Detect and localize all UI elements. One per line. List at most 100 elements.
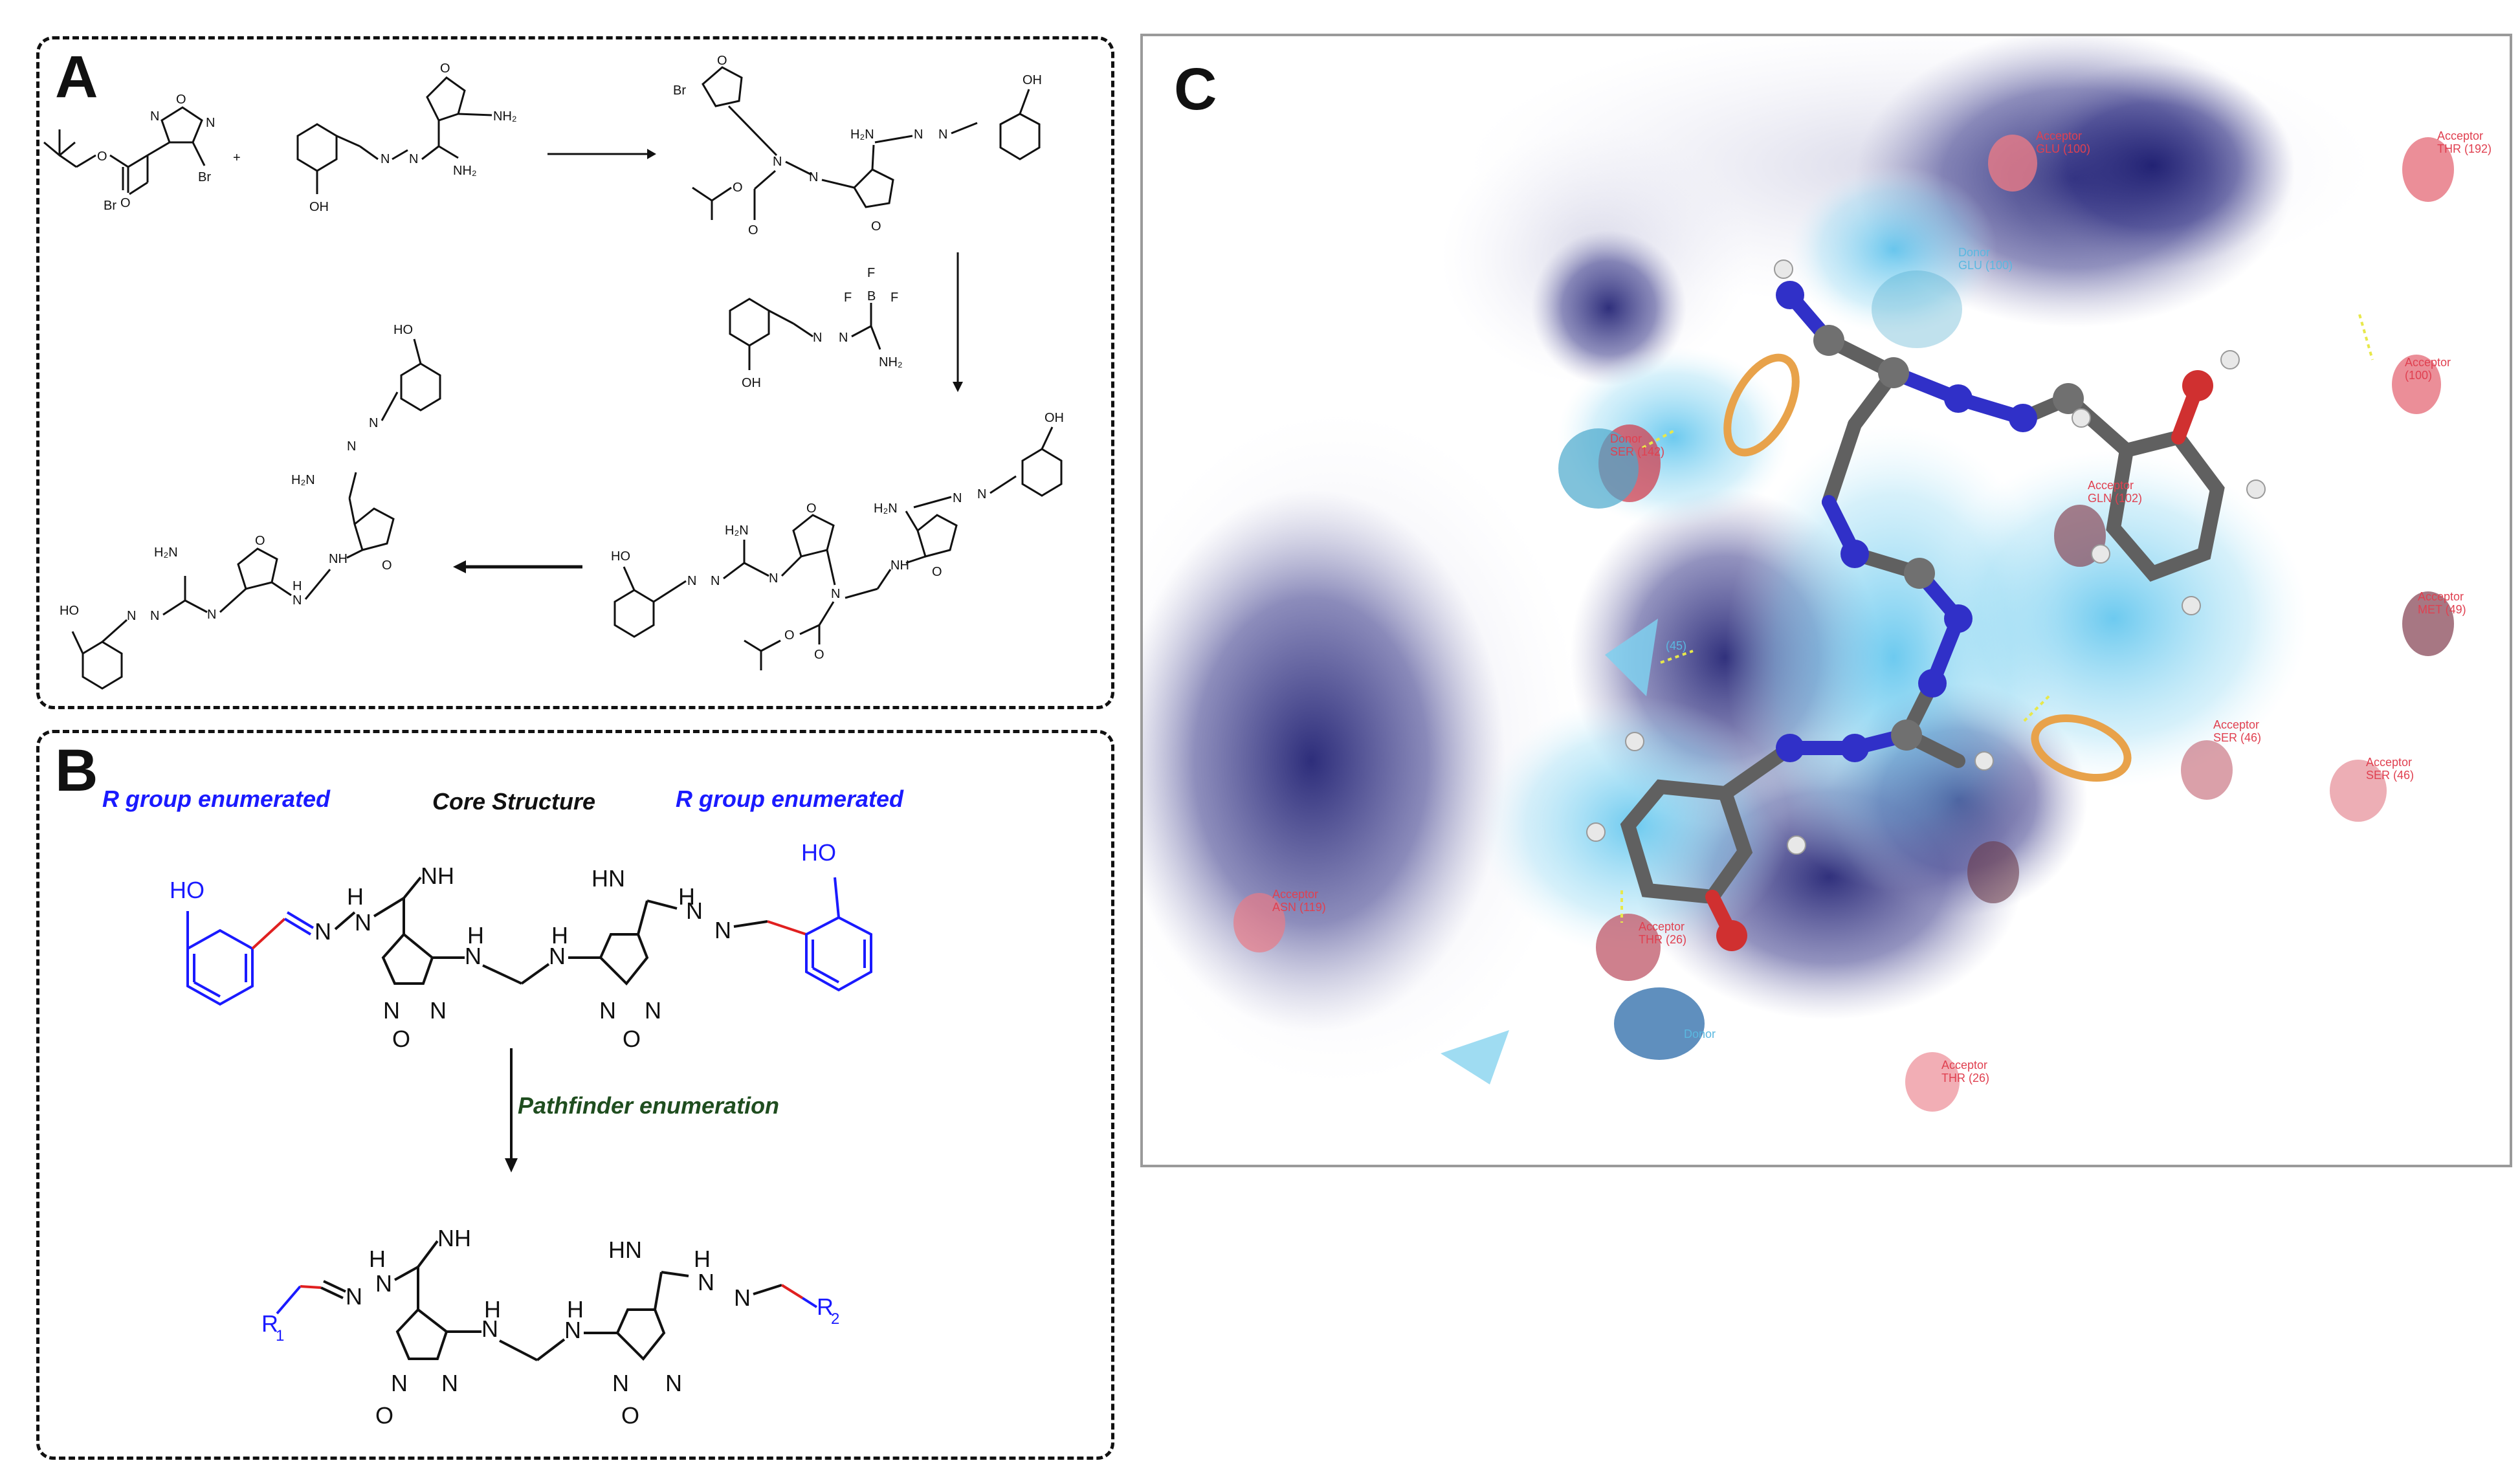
label-residue: (100) — [2405, 369, 2432, 382]
enumerated-structure: R 1 N H N NH N O N N H N H N O N HN H N … — [261, 1225, 839, 1429]
label-type: Acceptor — [1941, 1059, 1987, 1072]
atom-br: Br — [198, 170, 211, 184]
atom-n: N — [769, 571, 778, 586]
atom-n: N — [206, 116, 215, 130]
atom-n: N — [698, 1269, 714, 1295]
core-structure: HO N H N NH N O N N H N H N O N HN H N N — [170, 839, 872, 1052]
atom-o: O — [375, 1402, 393, 1429]
atom-n: N — [293, 593, 302, 608]
atom-h2n: H₂N — [154, 545, 178, 560]
atom-n: N — [612, 1370, 629, 1396]
atom-h2n: H₂N — [725, 523, 749, 538]
label-type: Donor — [1684, 1028, 1716, 1040]
atom-hn: HN — [591, 865, 625, 892]
panel-b-label: B — [55, 738, 98, 804]
atom-ho: HO — [611, 549, 630, 564]
r1-subscript: 1 — [276, 1327, 284, 1345]
atom-n: N — [599, 997, 616, 1024]
panel-c-label: C — [1174, 56, 1217, 122]
atom-n: N — [441, 1370, 458, 1396]
atom-f: F — [844, 291, 852, 305]
atom-h: H — [678, 883, 695, 910]
label-residue: THR (26) — [1639, 933, 1686, 946]
atom-ho: HO — [801, 839, 836, 866]
label-residue: SER (46) — [2366, 769, 2414, 782]
atom-o: O — [97, 149, 107, 164]
atom-o: O — [440, 61, 450, 76]
atom-o: O — [932, 565, 942, 579]
atom-ho: HO — [393, 323, 413, 337]
product-boc-intermediate: O Br N O O N O H₂N N N OH — [673, 54, 1042, 237]
atom-n: N — [150, 609, 159, 623]
atom-f: F — [890, 291, 898, 305]
atom-o: O — [623, 1026, 641, 1052]
atom-n: N — [687, 574, 696, 588]
atom-oh: OH — [742, 376, 761, 390]
label-type: Acceptor — [2036, 129, 2082, 142]
atom-br: Br — [104, 199, 116, 213]
label-residue: MET (49) — [2418, 603, 2466, 616]
r-group-right-caption: R group enumerated — [676, 786, 904, 812]
atom-nh2: NH₂ — [453, 164, 477, 178]
label-type: Acceptor — [2437, 129, 2483, 142]
atom-h: H — [551, 922, 568, 949]
atom-h2n: H₂N — [850, 127, 874, 142]
atom-o: O — [814, 648, 824, 662]
reactant-hydrazone: OH N N NH₂ O NH₂ — [296, 61, 517, 214]
atom-n: N — [938, 127, 947, 142]
atom-n: N — [665, 1370, 682, 1396]
interaction-labels: Acceptor GLU (100) Acceptor THR (192) Do… — [1272, 129, 2492, 1084]
atom-n: N — [831, 587, 840, 601]
product-bis-intermediate: HO N N H₂N N O N O O NH O H₂N N N OH — [611, 411, 1064, 670]
atom-n: N — [381, 152, 390, 166]
atom-o: O — [871, 219, 881, 234]
atom-o: O — [748, 223, 758, 237]
atom-n: N — [409, 152, 418, 166]
atom-o: O — [255, 534, 265, 548]
atom-nh: NH — [421, 863, 454, 889]
atom-n: N — [809, 170, 818, 184]
r1-label: R — [261, 1310, 278, 1337]
label-type: Acceptor — [2405, 356, 2451, 369]
atom-n: N — [645, 997, 661, 1024]
label-residue: SER (46) — [2213, 731, 2261, 744]
atom-n: N — [383, 997, 400, 1024]
atom-n: N — [813, 331, 822, 345]
atom-o: O — [621, 1402, 639, 1429]
atom-nh2: NH₂ — [493, 109, 517, 124]
label-residue: GLU (100) — [1958, 259, 2013, 272]
label-residue: SER (142) — [1610, 445, 1664, 458]
atom-n: N — [315, 918, 331, 945]
atom-n: N — [549, 943, 566, 969]
atom-nh: NH — [437, 1225, 471, 1251]
atom-n: N — [375, 1270, 392, 1297]
label-type: Acceptor — [1272, 888, 1318, 901]
atom-o: O — [806, 501, 817, 516]
panel-a: A — [36, 36, 1114, 709]
atom-hn: HN — [608, 1237, 642, 1263]
label-residue: THR (26) — [1941, 1072, 1989, 1084]
atom-n: N — [430, 997, 447, 1024]
label-residue: GLN (102) — [2088, 492, 2142, 505]
label-type: Acceptor — [2088, 479, 2134, 492]
atom-o: O — [120, 196, 131, 210]
atom-n: N — [481, 1315, 498, 1342]
atom-nh: NH — [329, 552, 348, 566]
atom-n: N — [839, 331, 848, 345]
atom-b: B — [867, 289, 876, 303]
core-structure-caption: Core Structure — [432, 788, 596, 815]
label-residue: THR (192) — [2437, 142, 2492, 155]
ligand-ball-and-stick — [1586, 259, 2266, 951]
label-type: Donor — [1610, 432, 1642, 445]
atom-nh: NH — [890, 558, 909, 573]
atom-o: O — [176, 93, 186, 107]
atom-n: N — [773, 155, 782, 169]
atom-n: N — [127, 609, 136, 623]
atom-f: F — [867, 266, 875, 280]
atom-n: N — [369, 416, 378, 430]
atom-nh2: NH₂ — [879, 355, 903, 369]
pharmacophore-3d-view: Acceptor GLU (100) Acceptor THR (192) Do… — [1143, 36, 2492, 1112]
atom-o: O — [382, 558, 392, 573]
plus-sign: + — [233, 151, 241, 165]
